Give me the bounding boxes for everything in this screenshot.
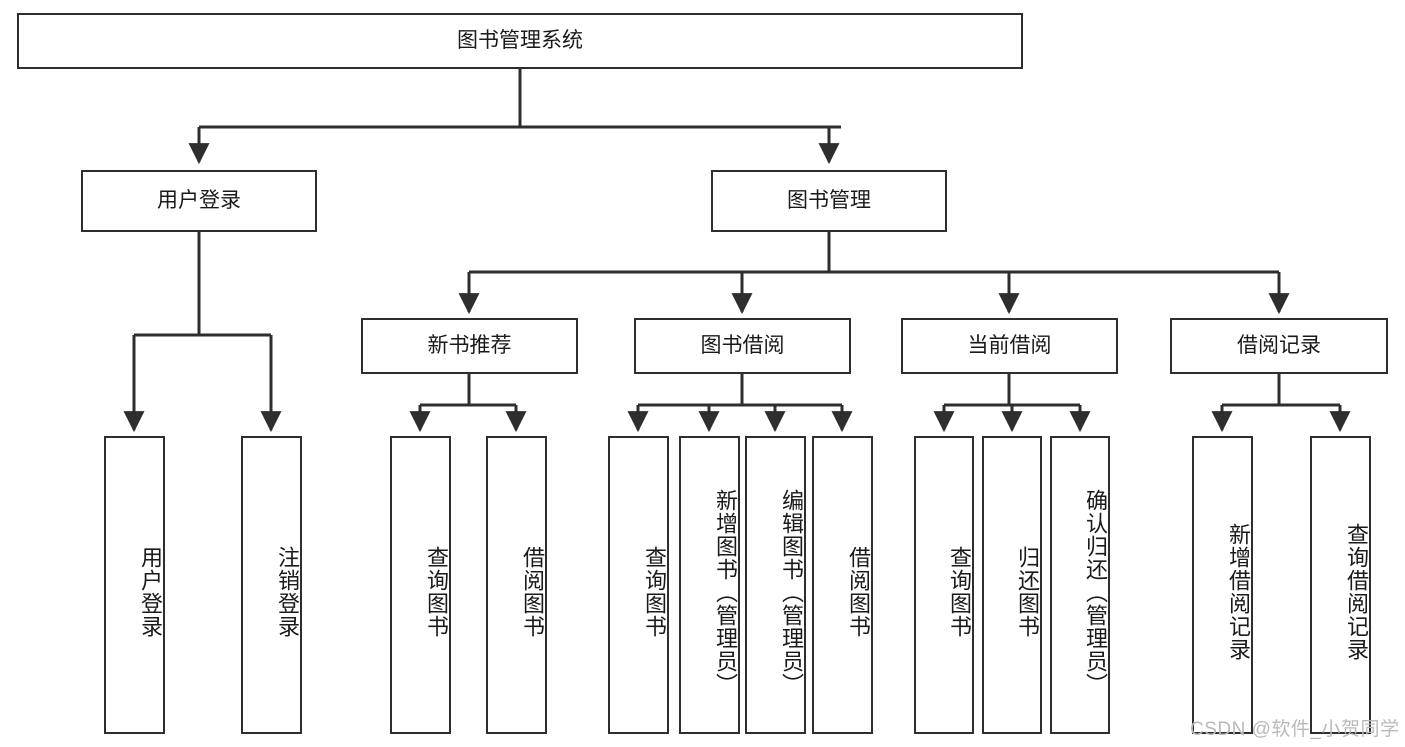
node-leaf-query-record[interactable]: 查询借阅记录	[1310, 436, 1371, 734]
node-book-manage[interactable]: 图书管理	[711, 170, 947, 232]
node-leaf-edit-book-label: 编辑图书（管理员）	[779, 488, 804, 696]
node-leaf-query-book-recommend[interactable]: 查询图书	[390, 436, 451, 734]
node-leaf-add-book[interactable]: 新增图书（管理员）	[679, 436, 740, 734]
node-root[interactable]: 图书管理系统	[17, 13, 1023, 69]
node-book-borrow[interactable]: 图书借阅	[634, 318, 851, 374]
node-leaf-logout-label: 注销登录	[275, 546, 300, 638]
node-leaf-query-record-label: 查询借阅记录	[1344, 523, 1369, 661]
csdn-watermark: CSDN @软件_小贺同学	[1190, 719, 1400, 740]
node-current-borrow-label: 当前借阅	[967, 334, 1052, 358]
node-leaf-user-login[interactable]: 用户登录	[104, 436, 165, 734]
node-leaf-confirm-return[interactable]: 确认归还（管理员）	[1050, 436, 1110, 734]
node-leaf-logout[interactable]: 注销登录	[241, 436, 302, 734]
node-leaf-add-record-label: 新增借阅记录	[1226, 523, 1251, 661]
node-user-login-label: 用户登录	[157, 189, 241, 213]
node-leaf-borrow-book-recommend[interactable]: 借阅图书	[486, 436, 547, 734]
node-root-label: 图书管理系统	[457, 29, 583, 53]
node-book-manage-label: 图书管理	[787, 189, 871, 213]
node-leaf-return-book-label: 归还图书	[1015, 546, 1040, 638]
node-leaf-query-book-recommend-label: 查询图书	[424, 546, 449, 638]
node-leaf-query-book-borrow-label: 查询图书	[642, 546, 667, 638]
node-user-login[interactable]: 用户登录	[81, 170, 317, 232]
node-leaf-borrow-book-label: 借阅图书	[846, 546, 871, 638]
node-borrow-record-label: 借阅记录	[1237, 334, 1321, 358]
node-leaf-add-book-label: 新增图书（管理员）	[713, 488, 738, 696]
node-leaf-edit-book[interactable]: 编辑图书（管理员）	[745, 436, 806, 734]
node-leaf-confirm-return-label: 确认归还（管理员）	[1083, 488, 1108, 696]
node-leaf-borrow-book[interactable]: 借阅图书	[812, 436, 873, 734]
node-leaf-query-book-current[interactable]: 查询图书	[914, 436, 974, 734]
node-leaf-query-book-current-label: 查询图书	[947, 546, 972, 638]
node-leaf-add-record[interactable]: 新增借阅记录	[1192, 436, 1253, 734]
node-borrow-record[interactable]: 借阅记录	[1170, 318, 1388, 374]
node-leaf-query-book-borrow[interactable]: 查询图书	[608, 436, 669, 734]
node-new-book-recommend-label: 新书推荐	[427, 334, 512, 358]
node-new-book-recommend[interactable]: 新书推荐	[361, 318, 578, 374]
node-leaf-return-book[interactable]: 归还图书	[982, 436, 1042, 734]
node-current-borrow[interactable]: 当前借阅	[901, 318, 1118, 374]
node-leaf-user-login-label: 用户登录	[138, 546, 163, 638]
node-leaf-borrow-book-recommend-label: 借阅图书	[520, 546, 545, 638]
node-book-borrow-label: 图书借阅	[700, 334, 785, 358]
